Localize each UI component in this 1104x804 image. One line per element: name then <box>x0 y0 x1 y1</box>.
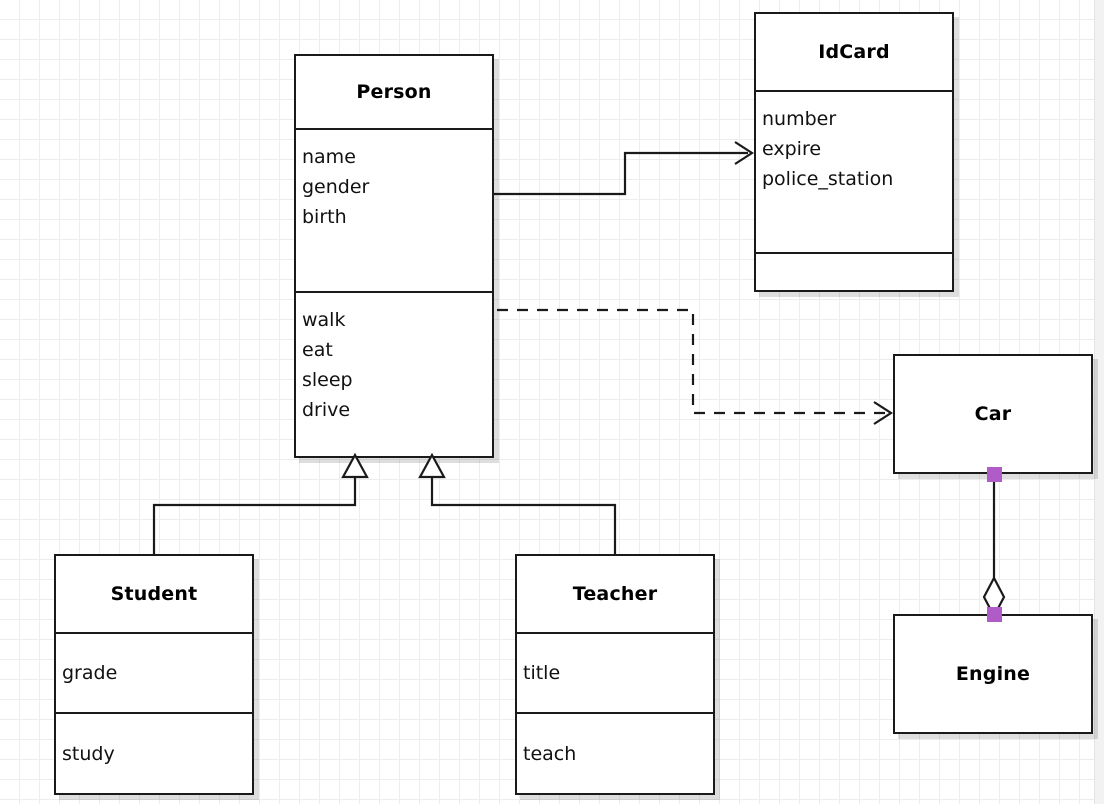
attribute-item: police_station <box>762 168 894 190</box>
generalization-line-teacher-person[interactable] <box>430 476 617 554</box>
hollow-triangle-student <box>341 452 369 479</box>
method-item: drive <box>302 399 351 421</box>
method-item: eat <box>302 339 333 361</box>
relationship-person-idcard[interactable] <box>494 141 755 196</box>
class-name-engine: Engine <box>955 663 1031 685</box>
class-box-person[interactable]: Person name gender birth walk eat sleep … <box>294 54 494 458</box>
dependency-line-person-car[interactable] <box>497 308 887 415</box>
methods-compartment-student[interactable]: study <box>56 712 252 793</box>
relationship-student-person[interactable] <box>152 452 369 554</box>
method-item: study <box>62 742 115 765</box>
attributes-compartment-person[interactable]: name gender birth <box>296 128 492 291</box>
generalization-line-student-person[interactable] <box>152 476 357 554</box>
class-name-teacher: Teacher <box>572 583 658 605</box>
methods-compartment-person[interactable]: walk eat sleep drive <box>296 291 492 456</box>
class-name-car: Car <box>974 403 1012 425</box>
method-item: teach <box>523 742 577 765</box>
open-arrowhead-idcard <box>734 141 755 165</box>
attribute-item: gender <box>302 176 370 198</box>
attribute-item: grade <box>62 662 118 684</box>
attributes-compartment-idcard[interactable]: number expire police_station <box>756 90 952 252</box>
class-box-teacher[interactable]: Teacher title teach <box>515 554 715 795</box>
methods-compartment-idcard[interactable] <box>756 252 952 290</box>
class-name-idcard: IdCard <box>818 41 890 63</box>
association-line-person-idcard[interactable] <box>494 151 748 196</box>
class-box-engine[interactable]: Engine <box>893 614 1093 734</box>
canvas-right-edge <box>1094 0 1104 804</box>
class-name-student: Student <box>110 583 198 605</box>
hollow-diamond-engine <box>982 575 1006 619</box>
class-box-student[interactable]: Student grade study <box>54 554 254 795</box>
hollow-triangle-teacher <box>418 452 446 479</box>
attribute-item: name <box>302 146 356 168</box>
open-arrowhead-car <box>873 401 894 425</box>
attribute-item: number <box>762 108 837 130</box>
methods-compartment-teacher[interactable]: teach <box>517 712 713 793</box>
method-item: walk <box>302 309 346 331</box>
class-box-idcard[interactable]: IdCard number expire police_station <box>754 12 954 292</box>
method-item: sleep <box>302 369 353 391</box>
attributes-compartment-teacher[interactable]: title <box>517 632 713 712</box>
relationship-car-engine[interactable] <box>982 467 1006 622</box>
relationship-person-car[interactable] <box>497 308 894 425</box>
attributes-compartment-student[interactable]: grade <box>56 632 252 712</box>
relationship-teacher-person[interactable] <box>418 452 617 554</box>
attribute-item: birth <box>302 206 347 228</box>
attribute-item: expire <box>762 138 822 160</box>
class-name-person: Person <box>356 81 432 103</box>
class-box-car[interactable]: Car <box>893 354 1093 474</box>
attribute-item: title <box>523 662 561 684</box>
